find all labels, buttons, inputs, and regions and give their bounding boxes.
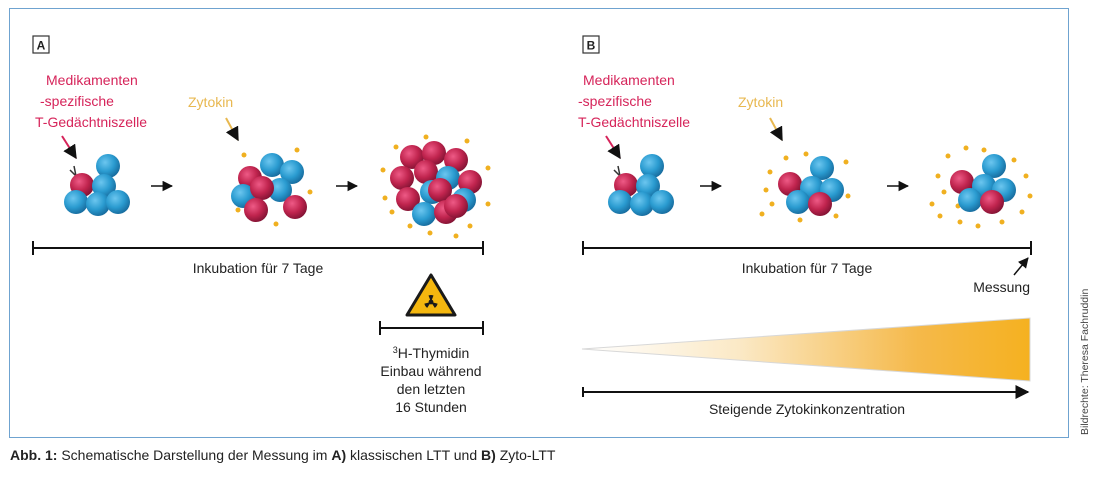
panel-a-thymidin-line-4: 16 Stunden bbox=[395, 399, 467, 415]
radiation-warning-icon bbox=[405, 273, 457, 317]
panel-b-cell-cluster-1 bbox=[608, 154, 674, 216]
panel-b-cell-label-2: -spezifische bbox=[578, 93, 652, 109]
panel-b-cytokine-pointer-arrow bbox=[769, 117, 783, 142]
panel-a-thymidin-line-1: 3H-Thymidin bbox=[393, 345, 470, 361]
caption-text-1: Schematische Darstellung der Messung im bbox=[57, 447, 332, 463]
panel-b-label: B bbox=[587, 39, 596, 53]
figure-caption: Abb. 1: Schematische Darstellung der Mes… bbox=[10, 447, 555, 463]
caption-b-tag: B) bbox=[481, 447, 496, 463]
panel-a-cell-cluster-2 bbox=[231, 147, 313, 227]
panel-b-incubation-label: Inkubation für 7 Tage bbox=[742, 260, 873, 276]
panel-b-incubation-bracket bbox=[582, 241, 1032, 255]
panel-b-cell-pointer-arrow bbox=[605, 135, 621, 160]
panel-b-cell-label-3: T-Gedächtniszelle bbox=[578, 114, 690, 130]
receptor-icon bbox=[613, 165, 621, 177]
image-credit: Bildrechte: Theresa Fachruddin bbox=[1079, 288, 1091, 435]
panel-a-cell-label-1: Medikamenten bbox=[46, 72, 138, 88]
panel-b-cell-cluster-2 bbox=[759, 151, 851, 223]
caption-text-2: klassischen LTT und bbox=[346, 447, 482, 463]
panel-a-label: A bbox=[37, 39, 46, 53]
panel-b: B Medikamenten -spezifische T-Gedächtnis… bbox=[578, 35, 1033, 417]
panel-a-thymidin-line-3: den letzten bbox=[397, 381, 466, 397]
caption-text-3: Zyto-LTT bbox=[495, 447, 556, 463]
measurement-label: Messung bbox=[973, 279, 1030, 295]
panel-b-cell-label-1: Medikamenten bbox=[583, 72, 675, 88]
panel-b-cytokine-label: Zytokin bbox=[738, 94, 783, 110]
panel-a-cell-cluster-1 bbox=[64, 154, 130, 216]
panel-a-cell-pointer-arrow bbox=[61, 135, 77, 160]
panel-a-cell-label-2: -spezifische bbox=[40, 93, 114, 109]
receptor-icon bbox=[69, 165, 77, 177]
thymidin-text: H-Thymidin bbox=[398, 345, 470, 361]
panel-a-cytokine-pointer-arrow bbox=[225, 117, 239, 142]
concentration-axis-arrow bbox=[582, 385, 1030, 399]
panel-b-cell-cluster-3 bbox=[929, 145, 1033, 229]
thymidin-superscript: 3 bbox=[393, 345, 398, 355]
panel-a: A Medikamenten -spezifische T-Gedächtnis… bbox=[32, 35, 491, 415]
cytokine-concentration-wedge bbox=[581, 317, 1031, 382]
panel-a-cell-label-3: T-Gedächtniszelle bbox=[35, 114, 147, 130]
panel-a-incubation-label: Inkubation für 7 Tage bbox=[193, 260, 324, 276]
panel-a-cell-cluster-3 bbox=[380, 134, 491, 239]
caption-prefix: Abb. 1: bbox=[10, 447, 58, 463]
panel-a-incubation-bracket bbox=[32, 241, 484, 255]
panel-a-thymidin-line-2: Einbau während bbox=[380, 363, 481, 379]
panel-a-thymidin-bracket bbox=[379, 321, 484, 335]
concentration-label: Steigende Zytokinkonzentration bbox=[709, 401, 905, 417]
panel-a-cytokine-label: Zytokin bbox=[188, 94, 233, 110]
panel-a-label-box bbox=[32, 35, 50, 54]
measurement-arrow bbox=[1013, 257, 1029, 276]
panel-b-label-box bbox=[582, 35, 600, 54]
caption-a-tag: A) bbox=[331, 447, 347, 463]
